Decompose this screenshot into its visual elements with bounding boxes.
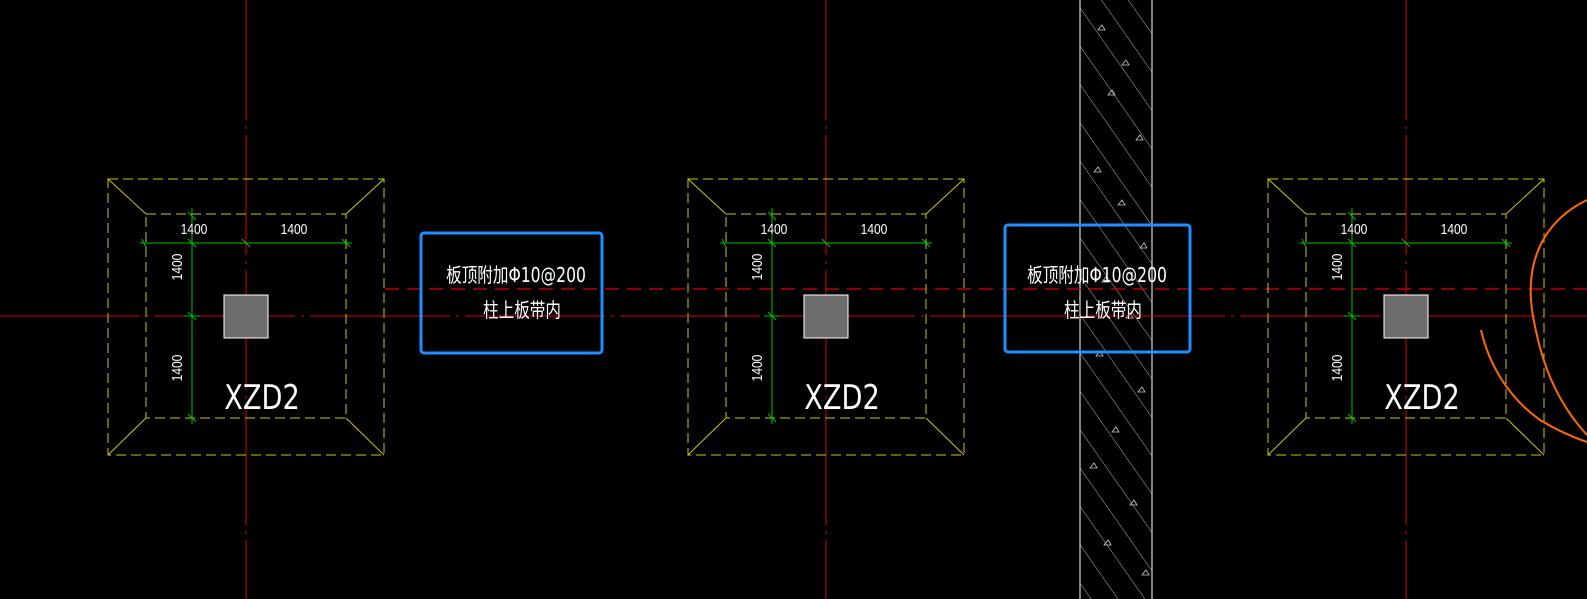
column-cap-label: XZD2 <box>224 378 299 418</box>
wall-aggregate-mark <box>1097 24 1106 31</box>
column <box>803 294 849 339</box>
wall-aggregate-mark <box>1137 386 1146 393</box>
note-frame <box>1003 223 1192 354</box>
wall-aggregate-mark <box>1101 276 1110 283</box>
markup-stroke <box>1480 199 1587 443</box>
dimension-text: 1400 <box>1329 253 1346 280</box>
rebar-note[interactable]: 板顶附加Φ10@200 柱上板带内 <box>1003 223 1192 354</box>
wall-aggregate-mark <box>1089 462 1098 469</box>
note-line-2: 柱上板带内 <box>1064 299 1142 322</box>
wall-aggregate-mark <box>1103 539 1112 546</box>
wall-aggregate-mark <box>1129 499 1138 506</box>
column-cap-label: XZD2 <box>804 378 879 418</box>
wall-aggregate-mark <box>1107 89 1116 96</box>
wall-aggregate-mark <box>1135 134 1144 141</box>
column <box>223 294 269 339</box>
dimension-text: 1400 <box>281 221 308 238</box>
dimension-text: 1400 <box>1441 221 1468 238</box>
note-line-1: 板顶附加Φ10@200 <box>446 264 586 287</box>
wall-aggregate-mark <box>1141 569 1150 576</box>
column <box>1383 294 1429 339</box>
dimension-text: 1400 <box>1341 221 1368 238</box>
wall-aggregate-mark <box>1139 242 1148 249</box>
column-cap-xzd2[interactable]: 1400 1400 1400 1400 XZD2 <box>107 178 385 456</box>
wall-aggregate-mark <box>1093 166 1102 173</box>
column-cap-xzd2[interactable]: 1400 1400 1400 1400 XZD2 <box>1267 178 1545 456</box>
dimension-text: 1400 <box>169 354 186 381</box>
wall-aggregate-mark <box>1121 59 1130 66</box>
dimension-text: 1400 <box>169 253 186 280</box>
wall-aggregate-mark <box>1111 426 1120 433</box>
dimension-lines <box>1300 208 1512 424</box>
dimension-text: 1400 <box>1329 354 1346 381</box>
dimension-text: 1400 <box>749 253 766 280</box>
note-frame <box>419 231 604 355</box>
dimension-text: 1400 <box>749 354 766 381</box>
rebar-note[interactable]: 板顶附加Φ10@200 柱上板带内 <box>419 231 604 355</box>
dimension-lines <box>140 208 352 424</box>
column-cap-xzd2[interactable]: 1400 1400 1400 1400 XZD2 <box>687 178 965 456</box>
wall-aggregate-mark <box>1117 199 1126 206</box>
dimension-text: 1400 <box>861 221 888 238</box>
note-line-2: 柱上板带内 <box>483 299 561 322</box>
dimension-text: 1400 <box>761 221 788 238</box>
dimension-lines <box>720 208 932 424</box>
column-cap-label: XZD2 <box>1384 378 1459 418</box>
note-line-1: 板顶附加Φ10@200 <box>1027 264 1167 287</box>
dimension-text: 1400 <box>181 221 208 238</box>
shear-wall[interactable] <box>1079 0 1153 599</box>
